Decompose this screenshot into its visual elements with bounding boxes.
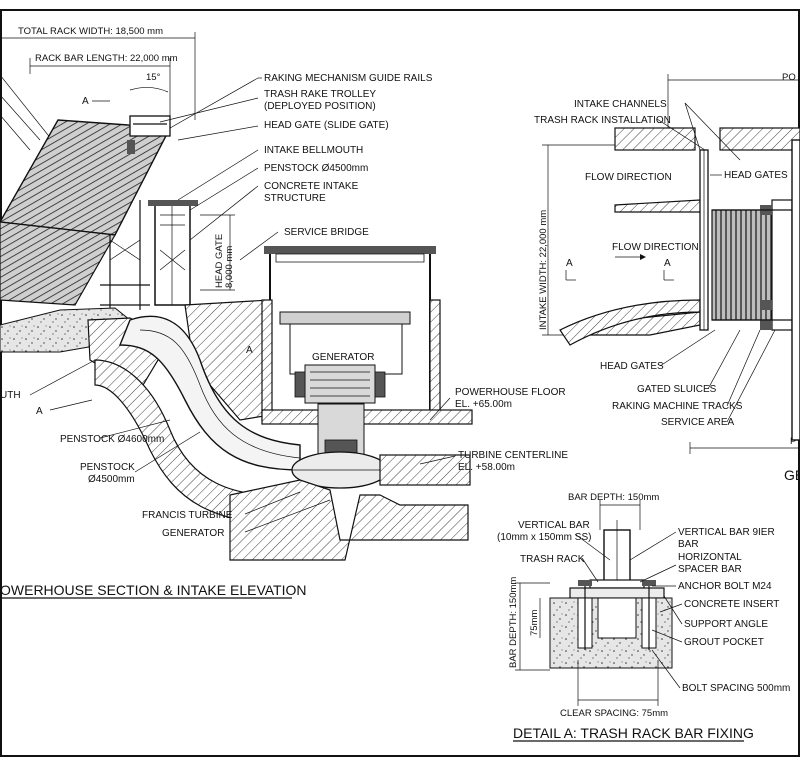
section-a-top: A (82, 96, 89, 107)
label-uth: UTH (0, 390, 21, 401)
plan-a-right: A (664, 258, 671, 269)
detail-bolt-spacing: BOLT SPACING 500mm (682, 683, 790, 694)
plan-flow-direction-1: FLOW DIRECTION (585, 172, 672, 183)
detail-anchor-bolt: ANCHOR BOLT M24 (678, 581, 772, 592)
detail-clear-spacing: CLEAR SPACING: 75mm (560, 708, 668, 719)
generator-room-label: GENERATOR (312, 352, 374, 363)
detail-horizontal-1: HORIZONTAL (678, 552, 742, 563)
label-penstock-mid: PENSTOCK Ø4600mm (60, 434, 164, 445)
head-gate-dim-1: HEAD GATE (214, 234, 225, 288)
generator-unit (304, 364, 376, 404)
label-section-a3: A (36, 406, 43, 417)
powerhouse-section-title: OWERHOUSE SECTION & INTAKE ELEVATION (0, 582, 307, 598)
label-service-bridge: SERVICE BRIDGE (284, 227, 369, 238)
plan-upper-wall (614, 127, 696, 151)
detail-vertical-bar-l2: (10mm x 150mm SS) (497, 532, 591, 543)
plan-p: P (790, 436, 796, 447)
detail-vertical-bar-l1: VERTICAL BAR (518, 520, 590, 531)
plan-gated-sluices-label: GATED SLUICES (637, 384, 717, 395)
label-section-a2: A (246, 345, 253, 356)
plan-intake-channels: INTAKE CHANNELS (574, 99, 667, 110)
detail-depth-small: 75mm (529, 610, 540, 636)
detail-trash-rack: TRASH RACK (520, 554, 585, 565)
trash-rack-inclined (0, 119, 172, 236)
label-penstock-low-1: PENSTOCK (80, 462, 135, 473)
label-raking-rails: RAKING MECHANISM GUIDE RAILS (264, 73, 433, 84)
label-trolley-2: (DEPLOYED POSITION) (264, 101, 376, 112)
detail-horizontal-2: SPACER BAR (678, 564, 742, 575)
label-francis: FRANCIS TURBINE (142, 510, 233, 521)
plan-a-left: A (566, 258, 573, 269)
label-bellmouth: INTAKE BELLMOUTH (264, 145, 363, 156)
intake-plan-view: PO P INTAKE WIDTH: 22,000 mm A (534, 72, 800, 483)
powerhouse-section: TOTAL RACK WIDTH: 18,500 mm RACK BAR LEN… (0, 26, 568, 599)
plan-intake-width: INTAKE WIDTH: 22,000 mm (538, 210, 549, 330)
head-gate-dim: HEAD GATE8,000 mm (214, 234, 235, 288)
label-ph-floor-2: EL. +65.00m (455, 399, 512, 410)
trash-rake-trolley (129, 115, 171, 137)
detail-grout-pocket: GROUT POCKET (684, 637, 764, 648)
detail-concrete-insert: CONCRETE INSERT (684, 599, 779, 610)
powerhouse-floor-slab (261, 409, 473, 425)
plan-flow-direction-2: FLOW DIRECTION (612, 242, 699, 253)
label-intake-1: CONCRETE INTAKE (264, 181, 359, 192)
head-gate-dim-2: 8,000 mm (224, 246, 235, 288)
label-penstock-top: PENSTOCK Ø4500mm (264, 163, 368, 174)
rack-bar-length-dim: RACK BAR LENGTH: 22,000 mm (35, 53, 178, 64)
detail-vertical-bar-r1: VERTICAL BAR 9IER (678, 527, 775, 538)
plan-trash-rack-install: TRASH RACK INSTALLATION (534, 115, 671, 126)
total-rack-width-dim: TOTAL RACK WIDTH: 18,500 mm (18, 26, 163, 37)
detail-support-angle: SUPPORT ANGLE (684, 619, 768, 630)
label-turbine-cl-2: EL. +58.00m (458, 462, 515, 473)
detail-a-bar-fixing: BAR DEPTH: 150mm BAR DEPTH: 150mm 75mm C… (497, 492, 790, 742)
detail-bar-depth-top: BAR DEPTH: 150mm (568, 492, 659, 503)
label-penstock-low-2: Ø4500mm (88, 474, 135, 485)
plan-head-gates-top: HEAD GATES (724, 170, 788, 181)
detail-title: DETAIL A: TRASH RACK BAR FIXING (513, 725, 754, 741)
plan-service-area: SERVICE AREA (661, 417, 735, 428)
label-head-gate: HEAD GATE (SLIDE GATE) (264, 120, 389, 131)
detail-bar-depth-side: BAR DEPTH: 150mm (508, 577, 519, 668)
penstock-pipe (118, 315, 301, 471)
label-generator-low: GENERATOR (162, 528, 224, 539)
head-gate-tower (154, 204, 191, 306)
plan-po: PO (782, 72, 796, 83)
angle-dim: 15° (146, 72, 161, 83)
plan-title-fragment: GE (784, 467, 800, 483)
plan-head-gates-low: HEAD GATES (600, 361, 664, 372)
plan-raking-tracks: RAKING MACHINE TRACKS (612, 401, 743, 412)
label-trolley-1: TRASH RAKE TROLLEY (264, 89, 376, 100)
label-ph-floor-1: POWERHOUSE FLOOR (455, 387, 566, 398)
detail-vertical-bar-r2: BAR (678, 539, 699, 550)
label-intake-2: STRUCTURE (264, 193, 326, 204)
label-turbine-cl-1: TURBINE CENTERLINE (458, 450, 568, 461)
